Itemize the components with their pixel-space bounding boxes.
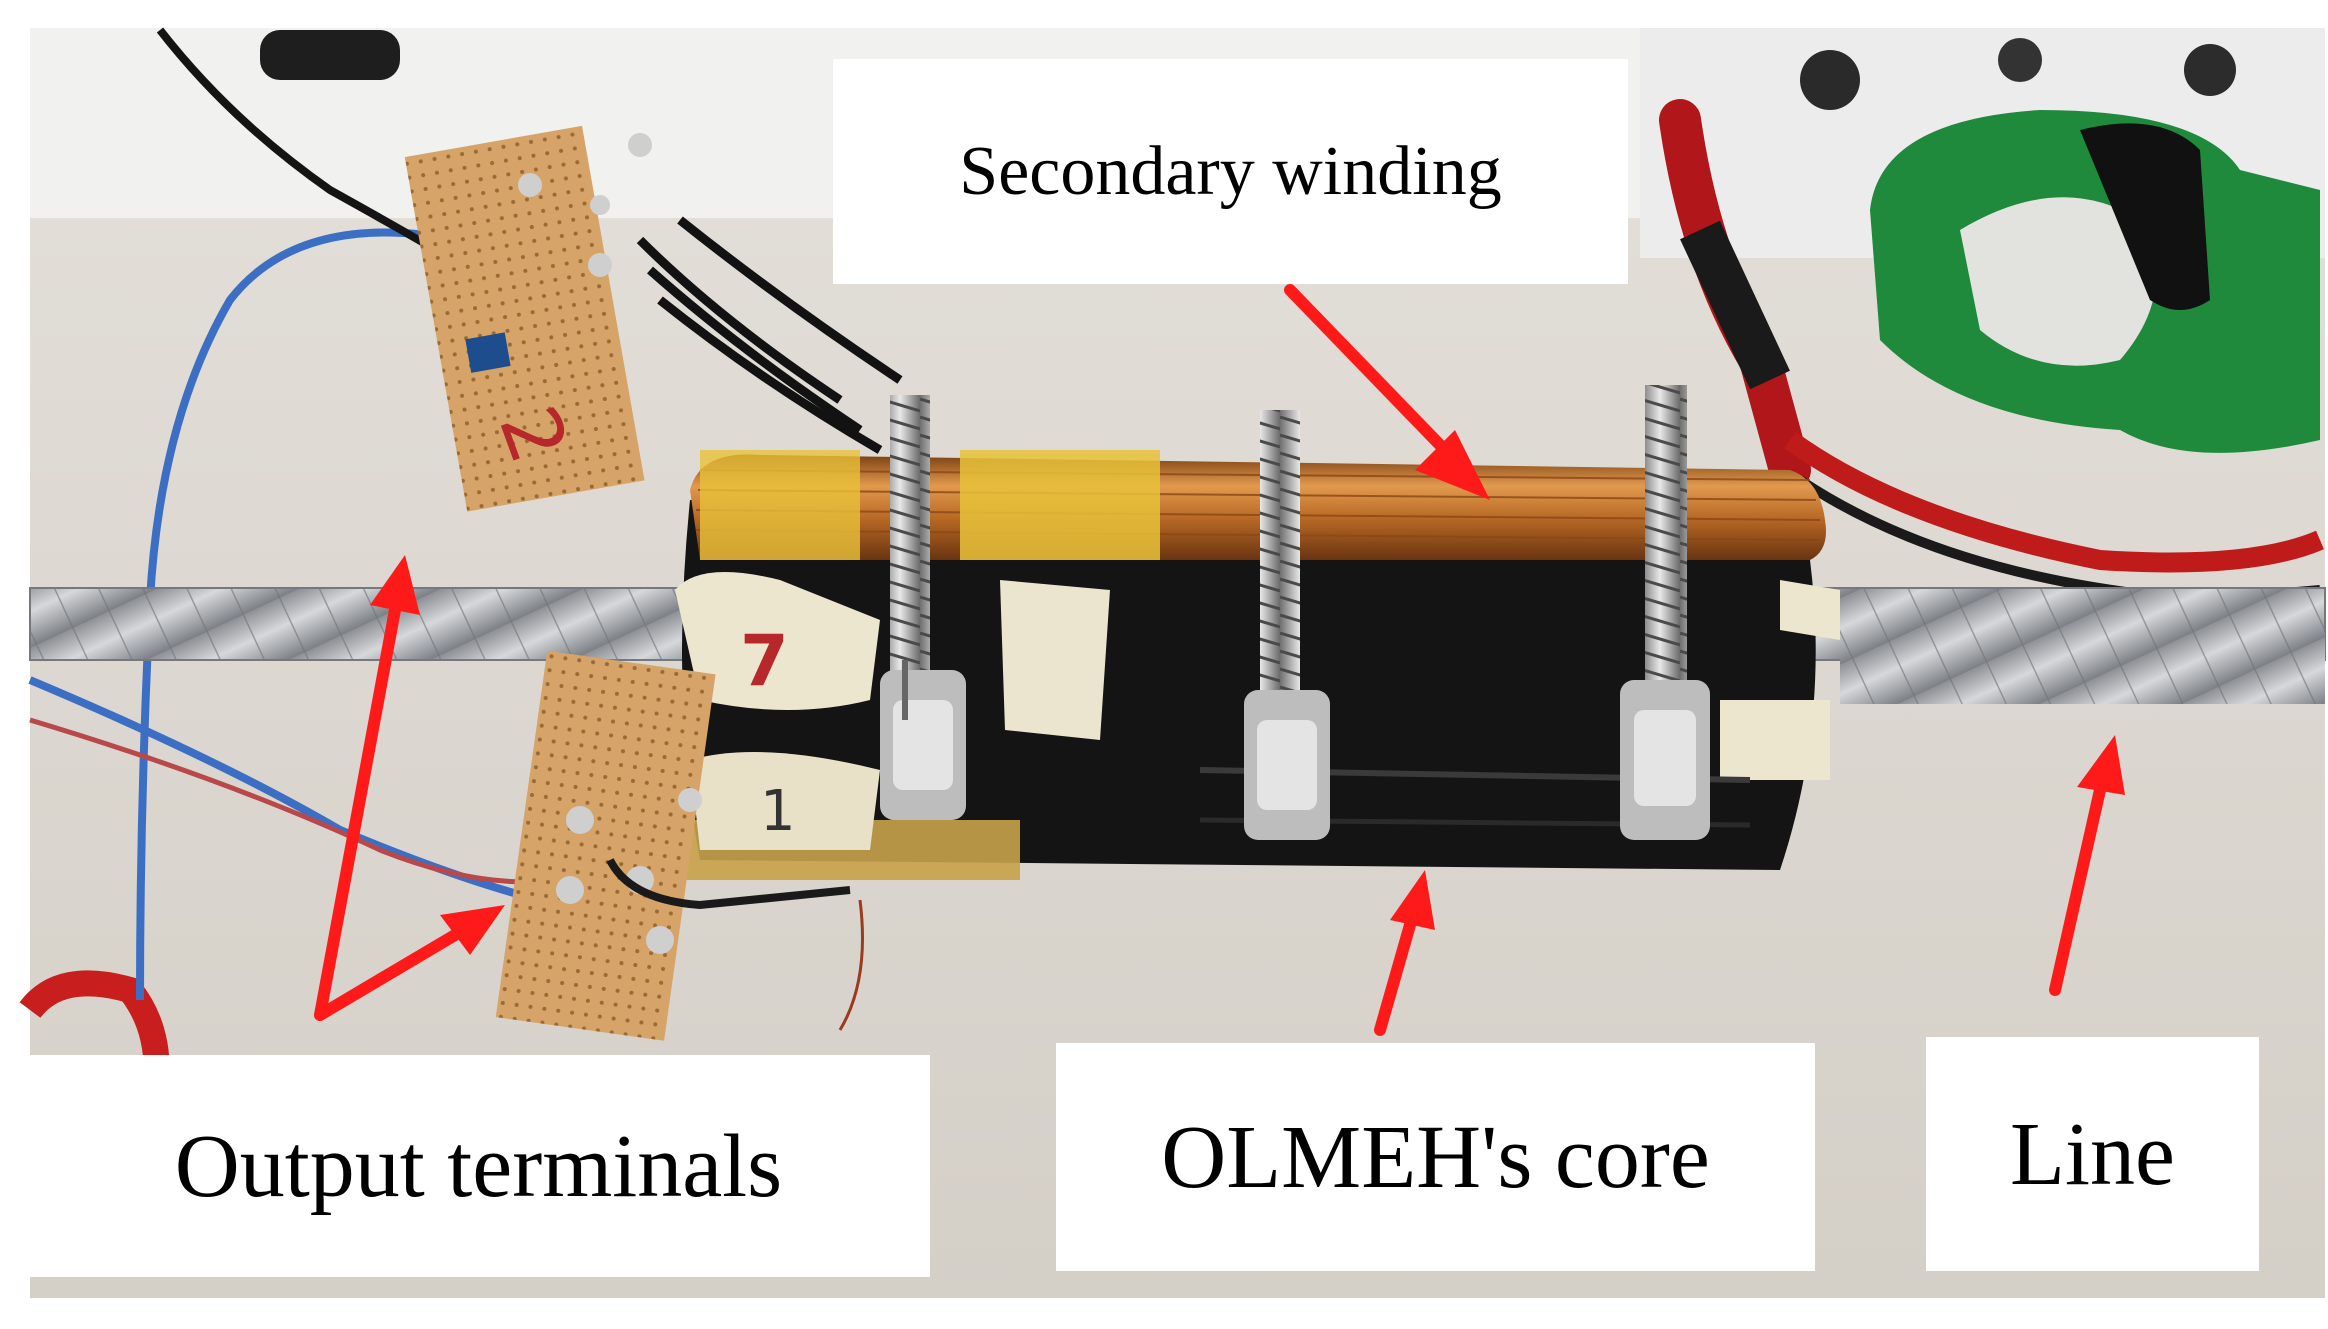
secondary-winding-label: Secondary winding [833, 59, 1628, 284]
core-label: OLMEH's core [1056, 1043, 1815, 1271]
svg-text:1: 1 [760, 779, 796, 844]
svg-text:7: 7 [740, 620, 789, 702]
output-terminals-label: Output terminals [27, 1055, 930, 1277]
line-label: Line [1926, 1037, 2259, 1271]
